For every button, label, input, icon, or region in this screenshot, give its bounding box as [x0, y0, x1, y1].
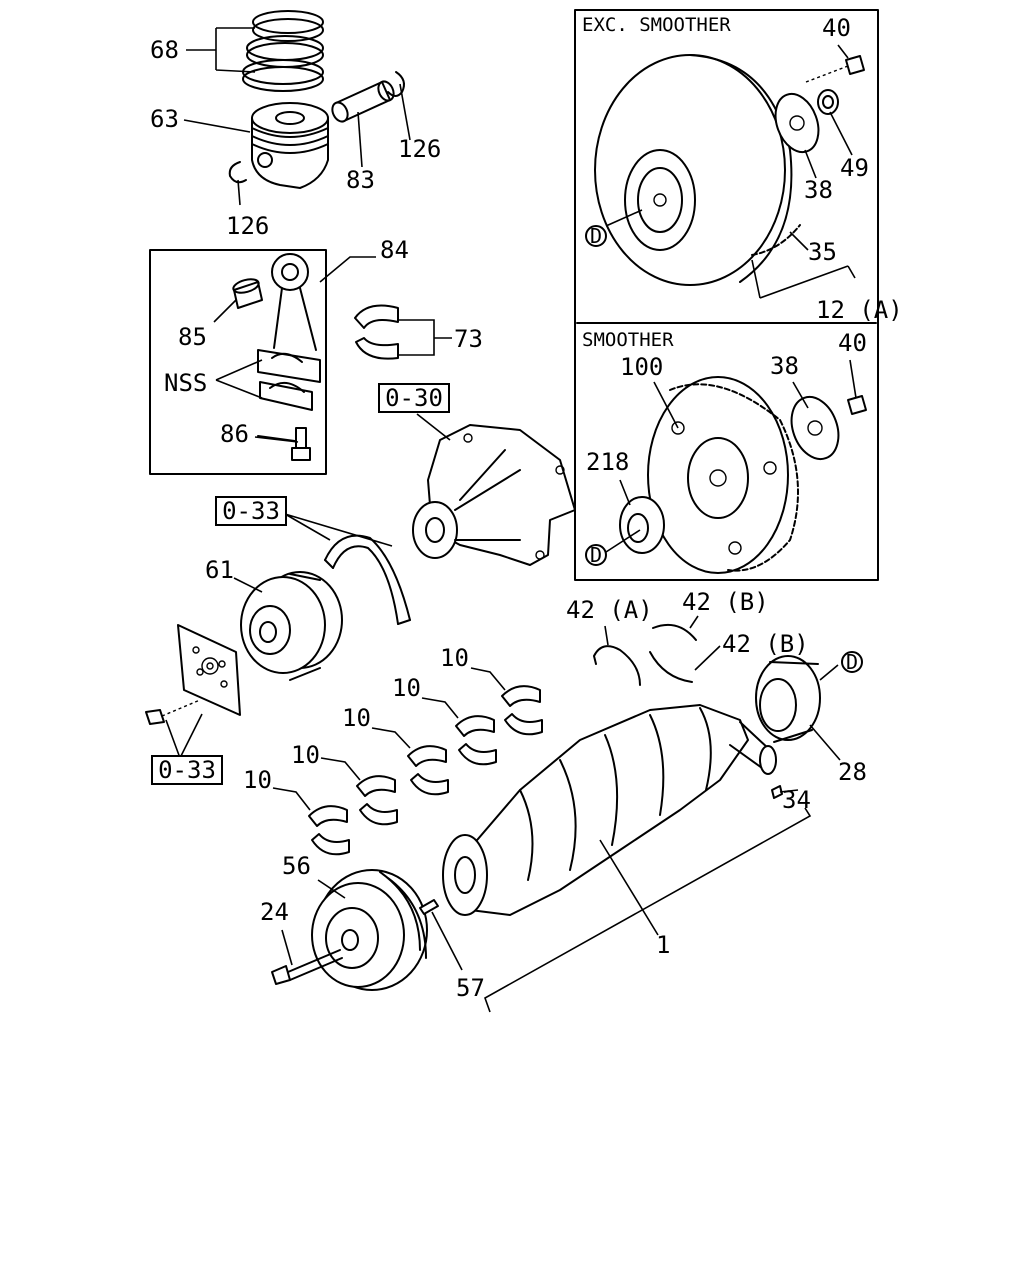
crank-bolt — [271, 949, 343, 985]
label-42-b-lower: 42 (B) — [722, 630, 809, 658]
svg-text:D: D — [846, 650, 858, 674]
water-pump — [412, 424, 576, 566]
crankshaft — [442, 704, 777, 916]
pilot-bearing — [817, 89, 839, 115]
part-labels: 68 63 83 126 126 84 85 NSS 73 86 61 10 1… — [150, 14, 903, 1002]
label-86: 86 — [220, 420, 249, 448]
d-marker-exc: D — [585, 224, 607, 248]
label-35: 35 — [808, 238, 837, 266]
label-42-a: 42 (A) — [566, 596, 653, 624]
thrust-washers — [593, 624, 697, 686]
connecting-rod — [257, 253, 321, 411]
panel-title-exc-smoother: EXC. SMOOTHER — [582, 14, 731, 36]
d-marker-smoother: D — [585, 543, 607, 567]
conrod-bearing-pair — [354, 304, 399, 360]
conrod-bolt — [257, 427, 311, 461]
v-belt — [324, 534, 411, 625]
label-61: 61 — [205, 556, 234, 584]
label-85: 85 — [178, 323, 207, 351]
flywheel-options-frame — [574, 9, 879, 581]
conrod-bushing — [232, 278, 263, 309]
label-49: 49 — [840, 154, 869, 182]
fan-pulley — [240, 571, 343, 681]
label-83: 83 — [346, 166, 375, 194]
label-38-exc: 38 — [804, 176, 833, 204]
ref-0-30-label: 0-30 — [385, 384, 443, 412]
crankshaft-gear — [755, 655, 821, 743]
plate-bolt — [145, 699, 201, 725]
label-nss: NSS — [164, 369, 207, 397]
leader-lines — [165, 27, 857, 1013]
ref-box-0-33-plate: 0-33 — [151, 755, 223, 785]
smoother-washer-plate — [790, 396, 840, 460]
main-bearings — [308, 685, 543, 856]
flywheel-exc-smoother — [594, 54, 801, 286]
panel-title-smoother: SMOOTHER — [582, 329, 674, 351]
label-34: 34 — [782, 786, 811, 814]
svg-text:D: D — [590, 543, 602, 567]
label-10-c: 10 — [342, 704, 371, 732]
label-84: 84 — [380, 236, 409, 264]
label-10-e: 10 — [243, 766, 272, 794]
label-63: 63 — [150, 105, 179, 133]
pulley-flange-plate — [177, 624, 241, 716]
label-38-smoother: 38 — [770, 352, 799, 380]
piston-rings — [242, 10, 324, 92]
ref-0-33-belt-label: 0-33 — [222, 497, 280, 525]
ref-box-0-33-belt: 0-33 — [215, 496, 287, 526]
piston-pin — [331, 80, 395, 123]
piston — [251, 102, 329, 189]
label-126-lower: 126 — [226, 212, 269, 240]
label-56: 56 — [282, 852, 311, 880]
label-68: 68 — [150, 36, 179, 64]
snap-ring-lower — [228, 161, 247, 184]
label-57: 57 — [456, 974, 485, 1002]
label-10-d: 10 — [291, 741, 320, 769]
label-24: 24 — [260, 898, 289, 926]
label-218: 218 — [586, 448, 629, 476]
label-10-a: 10 — [440, 644, 469, 672]
label-1: 1 — [656, 931, 670, 959]
label-42-b-upper: 42 (B) — [682, 588, 769, 616]
label-10-b: 10 — [392, 674, 421, 702]
label-40-smoother: 40 — [838, 329, 867, 357]
ref-0-33-plate-label: 0-33 — [158, 756, 216, 784]
dowel-pin — [419, 899, 439, 915]
ref-box-0-30: 0-30 — [378, 383, 450, 413]
label-28: 28 — [838, 758, 867, 786]
flywheel-smoother — [647, 376, 799, 574]
svg-text:D: D — [590, 224, 602, 248]
conrod-kit-box — [149, 249, 327, 475]
label-12-a: 12 (A) — [816, 296, 903, 324]
flywheel-bolt-smoother — [847, 395, 867, 415]
flywheel-washer-plate — [774, 92, 820, 154]
label-40-exc: 40 — [822, 14, 851, 42]
label-100: 100 — [620, 353, 663, 381]
flywheel-bolt-exc — [805, 55, 865, 83]
label-73: 73 — [454, 325, 483, 353]
crank-key — [771, 785, 783, 799]
label-126-upper: 126 — [398, 135, 441, 163]
d-marker-gear: D — [841, 650, 863, 674]
smoother-hub — [619, 496, 665, 554]
